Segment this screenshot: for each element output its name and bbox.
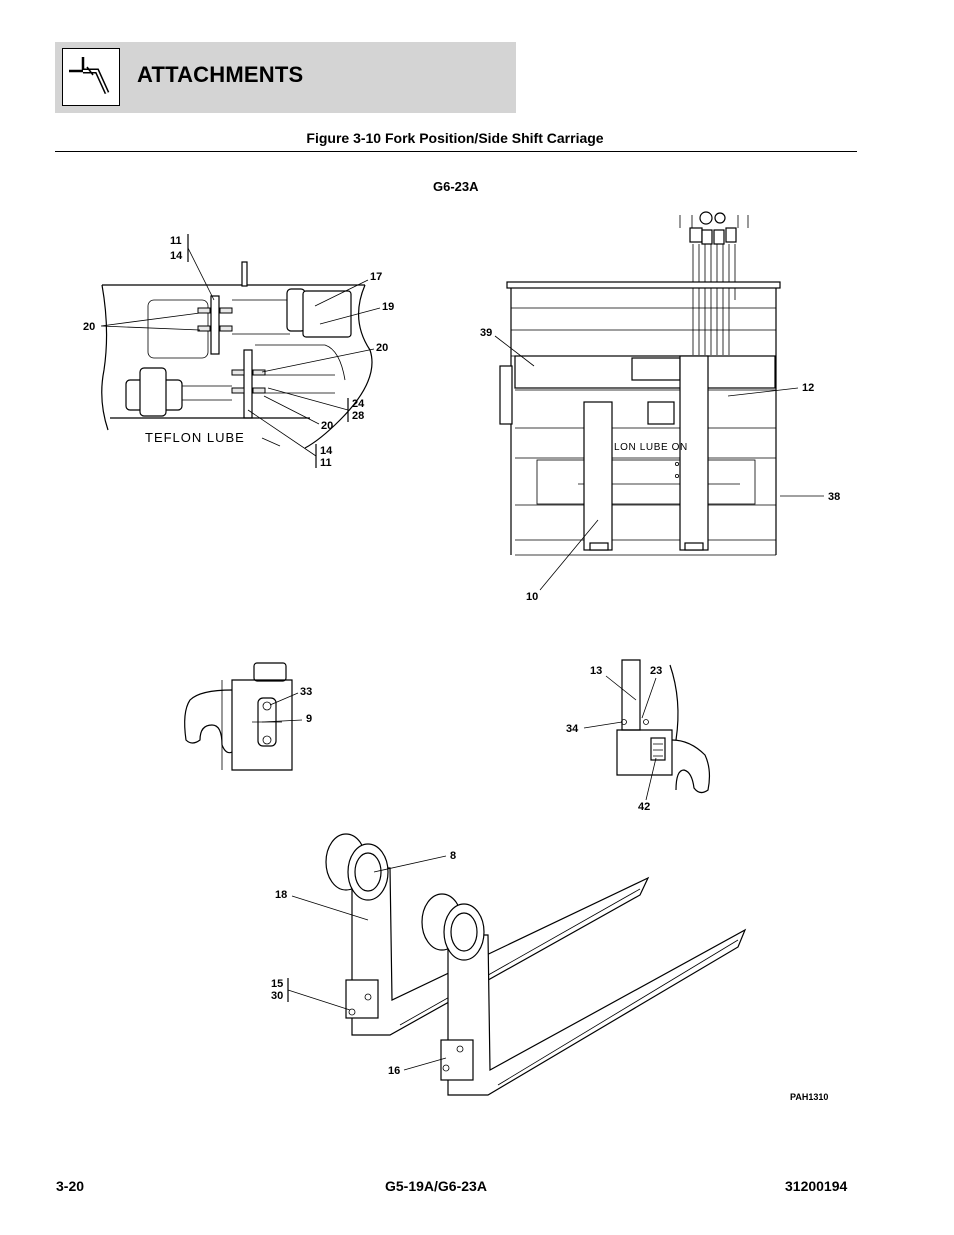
callout-34: 34 [566,723,579,735]
callout-11: 11 [170,235,182,247]
doc-number: 31200194 [785,1178,848,1194]
detail-side-right: 13 23 34 42 [566,659,711,813]
stencil-teflon-big: TEFLON LUBE [145,430,245,445]
callout-17: 17 [370,271,382,283]
page-number: 3-20 [56,1178,85,1194]
footer-models: G5-19A/G6-23A [385,1178,487,1194]
callout-11: 11 [320,457,332,469]
callout-20: 20 [376,342,388,354]
figure-title: Figure 3-10 Fork Position/Side Shift Car… [306,130,604,146]
stencil-teflon-small: LON LUBE ON [614,442,688,453]
callout-15: 15 [271,978,283,990]
callout-42: 42 [638,801,650,813]
detail-carriage-front: LON LUBE ON 39 12 38 10 [480,211,840,603]
callout-16: 16 [388,1065,400,1077]
callout-28: 28 [352,410,364,422]
callout-18: 18 [275,889,287,901]
callout-39: 39 [480,327,492,339]
callout-19: 19 [382,301,394,313]
header-band [55,42,516,113]
callout-33: 33 [300,686,312,698]
model-label: G6-23A [433,179,479,194]
callout-8: 8 [450,850,456,862]
hydraulic-fitting-icon [62,48,120,106]
callout-20: 20 [83,321,95,333]
detail-forks: 8 18 15 30 16 [271,833,747,1096]
section-title: ATTACHMENTS [137,62,304,87]
callout-9: 9 [306,713,312,725]
callout-14: 14 [170,250,183,262]
detail-side-left: 33 9 [184,662,312,771]
callout-20: 20 [321,420,333,432]
callout-23: 23 [650,665,662,677]
callout-12: 12 [802,382,814,394]
figure-code: PAH1310 [790,1092,828,1102]
callout-13: 13 [590,665,602,677]
callout-24: 24 [352,398,365,410]
header-rule [55,151,857,152]
callout-14: 14 [320,445,333,457]
callout-38: 38 [828,491,840,503]
callout-10: 10 [526,591,538,603]
callout-30: 30 [271,990,283,1002]
detail-cylinder-mount: TEFLON LUBE 11 14 17 19 20 20 24 28 20 1… [83,234,394,469]
